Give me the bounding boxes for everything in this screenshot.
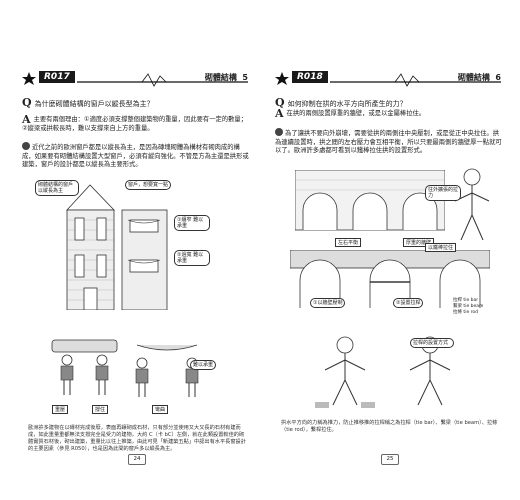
tie-label: 以鐵棒拉住 bbox=[425, 243, 457, 252]
why-tall-bubble: 砌體結構的窗戶以縱長為主 bbox=[35, 180, 79, 196]
anchor-bubble: 拉桿的設置方式 bbox=[410, 338, 454, 348]
building-facade-illustration bbox=[66, 184, 168, 310]
person-illustration bbox=[454, 168, 490, 241]
page-number: 24 bbox=[128, 454, 146, 465]
balance-label: 左右平衡 bbox=[335, 238, 362, 247]
cant-bear-bubble: 難以承重 bbox=[190, 360, 217, 370]
explanation: 為了讓拱不要向外崩壞，需要從拱的兩側往中央壓制，或是從正中央拉住。拱為連續設置時… bbox=[275, 128, 502, 154]
narrow-note: ①纏窄 難以承重 bbox=[174, 215, 210, 231]
bend-label: 彎曲 bbox=[152, 405, 169, 414]
wide-note: ②過寬 難以承重 bbox=[174, 250, 210, 266]
section-code: R018 bbox=[292, 71, 328, 83]
tie-terms: 拉桿 tie bar 繫梁 tie beam 拉條 tie rod bbox=[453, 298, 484, 315]
right-page-header: R018 砌體結構 6 bbox=[275, 70, 503, 88]
chapter-title: 砌體結構 6 bbox=[457, 73, 501, 82]
page-number: 25 bbox=[381, 454, 399, 465]
wide-window-bubble: 窗戶，想要寬一點 bbox=[125, 180, 171, 190]
tie-rod-bubble: ②設置拉桿 bbox=[393, 298, 424, 308]
comment-icon bbox=[22, 142, 30, 150]
explanation: 近代之前的歐洲窗戶都是以縱長為主，是因為磚塊砌體為構材有砌肉成的構成，如果要有砌… bbox=[22, 142, 249, 168]
left-page-header: R017 砌體結構 5 bbox=[22, 70, 250, 88]
pull-bubble: 往外擴張的拉力 bbox=[425, 185, 461, 201]
comment-icon bbox=[275, 128, 283, 136]
arch-push-illustration bbox=[295, 170, 445, 231]
footnote: 拱水平方向的力稱為推力，防止推移推的拉桿稱之為拉桿（tie bar）、繫梁（ti… bbox=[281, 420, 498, 433]
arch-tie-illustration bbox=[290, 250, 490, 308]
thick-wall-label: 厚重的牆壁 bbox=[403, 238, 435, 247]
header-rule-icon bbox=[22, 72, 248, 87]
header-rule-icon bbox=[275, 72, 501, 87]
chapter-title: 砌體結構 5 bbox=[204, 73, 248, 82]
stop-bubble: ①以牆壁壓制 bbox=[310, 298, 346, 308]
pillar-label: 撐住 bbox=[92, 405, 109, 414]
footnote: 歐洲許多建物在以磚材完成後廢，表面再鑲砌成石材，只有部分並使用又大又長的石材有建… bbox=[28, 425, 246, 452]
beam-carrying-illustration bbox=[51, 339, 199, 397]
section-code: R017 bbox=[39, 71, 75, 83]
heavy-label: 重壓 bbox=[52, 405, 69, 414]
